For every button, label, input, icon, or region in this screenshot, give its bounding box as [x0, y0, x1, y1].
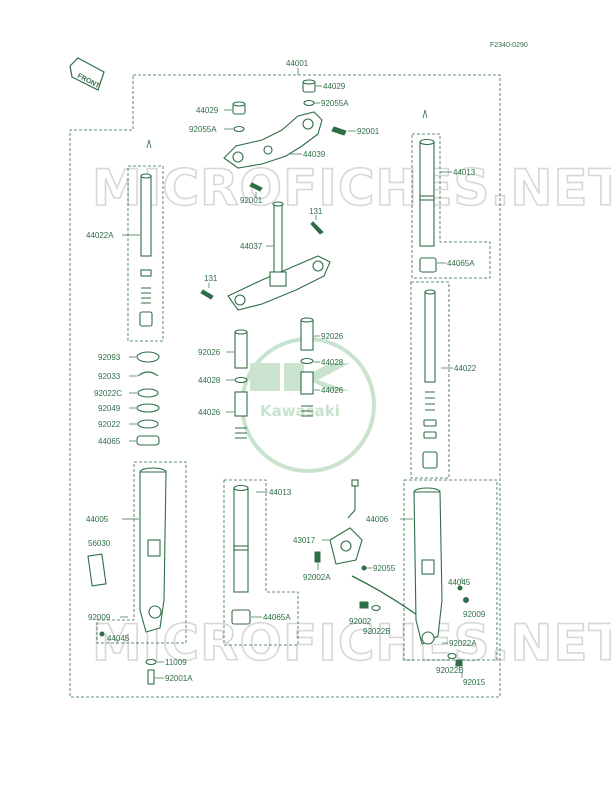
label-56030: 56030 [88, 539, 111, 548]
watermark-top: MICROFICHES.NET [92, 159, 611, 217]
label-92049: 92049 [98, 404, 121, 413]
label-92022B-a: 92022B [363, 627, 391, 636]
group-box-44022A [127, 165, 164, 342]
group-box-44005 [96, 461, 187, 644]
group-box-44013-bottom [223, 479, 299, 646]
label-44065: 44065 [98, 437, 121, 446]
fork-tube-44013-top [419, 138, 437, 273]
cap-44029-right [302, 79, 316, 107]
cap-44029-left [232, 101, 246, 133]
outer-tube-44005 [139, 467, 167, 633]
label-92009-left: 92009 [88, 613, 111, 622]
label-92093: 92093 [98, 353, 121, 362]
label-92015: 92015 [463, 678, 486, 687]
inner-tube-44022A [139, 173, 153, 327]
valve-43017 [329, 479, 363, 565]
label-92055A-right: 92055A [321, 99, 349, 108]
label-44022A: 44022A [86, 231, 114, 240]
fork-tube-44013-bottom [231, 484, 251, 625]
upper-bracket-44039 [223, 111, 323, 169]
label-44029-left: 44029 [196, 106, 219, 115]
figure-ref: F2340-0290 [490, 42, 528, 49]
label-131-left: 131 [204, 274, 218, 283]
label-92001-right: 92001 [357, 127, 380, 136]
label-44013-top: 44013 [453, 168, 476, 177]
group-box-44013-top [411, 133, 491, 279]
label-44029-right: 44029 [323, 82, 346, 91]
label-44045-right: 44045 [448, 578, 471, 587]
label-92001A: 92001A [165, 674, 193, 683]
label-44026-left: 44026 [198, 408, 221, 417]
label-92002A: 92002A [303, 573, 331, 582]
label-44006: 44006 [366, 515, 389, 524]
label-43017: 43017 [293, 536, 316, 545]
front-arrow-icon: FRONT [69, 57, 105, 91]
label-44001: 44001 [286, 59, 309, 68]
label-44026-right: 44026 [321, 386, 344, 395]
steering-stem-44037 [227, 201, 331, 311]
label-92002: 92002 [349, 617, 372, 626]
outer-tube-44006 [413, 487, 443, 645]
label-92022C: 92022C [94, 389, 122, 398]
label-92033: 92033 [98, 372, 121, 381]
label-131-top: 131 [309, 207, 323, 216]
group-box-44006 [403, 479, 498, 661]
label-44022: 44022 [454, 364, 477, 373]
label-44013-bottom: 44013 [269, 488, 292, 497]
label-92022A: 92022A [449, 639, 477, 648]
label-92022B-b: 92022B [436, 666, 464, 675]
label-44065A-top: 44065A [447, 259, 475, 268]
label-44045-left: 44045 [107, 634, 130, 643]
group-box-44022 [410, 281, 450, 479]
label-92026-right: 92026 [321, 332, 344, 341]
label-44065A-bottom: 44065A [263, 613, 291, 622]
label-92009-right: 92009 [463, 610, 486, 619]
assembly-boundary [69, 74, 501, 698]
seal-stack-left [136, 351, 160, 446]
piston-92026-left [234, 329, 248, 439]
label-44028-left: 44028 [198, 376, 221, 385]
label-11009: 11009 [165, 658, 187, 667]
label-92022: 92022 [98, 420, 121, 429]
label-92001-left: 92001 [240, 196, 263, 205]
label-44039: 44039 [303, 150, 326, 159]
label-44037: 44037 [240, 242, 263, 251]
label-92055: 92055 [373, 564, 396, 573]
emblem-56030 [87, 553, 107, 587]
inner-tube-44022 [422, 289, 438, 469]
label-92026-left: 92026 [198, 348, 221, 357]
label-44005: 44005 [86, 515, 109, 524]
label-92055A-left: 92055A [189, 125, 217, 134]
piston-92026-right [300, 317, 314, 417]
kawasaki-logo-text: Kawasaki [260, 402, 340, 420]
label-44028-right: 44028 [321, 358, 344, 367]
